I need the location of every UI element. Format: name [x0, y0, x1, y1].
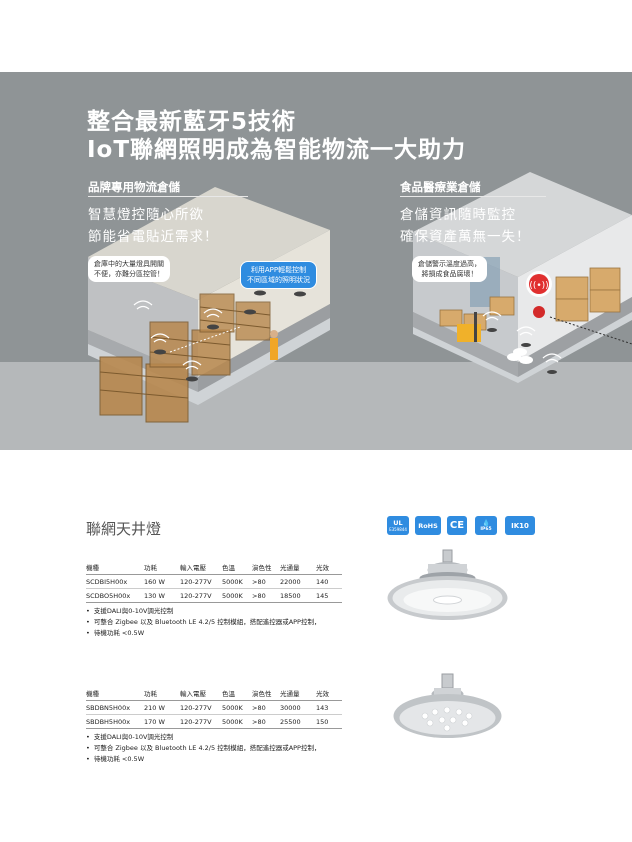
cell: 130 W — [144, 588, 180, 603]
cell: >80 — [252, 700, 280, 715]
hero-banner: ((•)) 整合最新藍牙5技術 IoT聯網照明成為智能物流一大助力 品牌專用物流… — [0, 72, 632, 450]
ul-cert-badge: UL E359844 — [387, 516, 409, 535]
col-lumen: 光通量 — [280, 560, 316, 575]
right-callout-bubble: 倉儲警示溫度過高， 將損成食品腐壞！ — [412, 256, 487, 282]
cell: 145 — [316, 588, 342, 603]
col-efficacy: 光效 — [316, 560, 342, 575]
cell: 5000K — [222, 574, 252, 589]
col-voltage: 輸入電壓 — [180, 560, 222, 575]
warehouse-illustration: ((•)) — [88, 172, 632, 423]
col-model: 機種 — [86, 686, 144, 701]
cell: 5000K — [222, 588, 252, 603]
cell: 140 — [316, 574, 342, 589]
cell: 143 — [316, 700, 342, 715]
left-callout-line2: 不便，亦難分區控管！ — [94, 270, 164, 278]
ce-cert-badge: CE — [447, 516, 467, 535]
cell: SBDBN5H00x — [86, 700, 144, 715]
cell: 150 — [316, 714, 342, 729]
col-voltage: 輸入電壓 — [180, 686, 222, 701]
col-lumen: 光通量 — [280, 686, 316, 701]
right-section-heading: 食品醫療業倉儲 — [400, 180, 481, 194]
table-header-row: 機種 功耗 輸入電壓 色溫 演色性 光通量 光效 — [86, 560, 342, 575]
cell: 120-277V — [180, 574, 222, 589]
water-drop-icon: 💧 — [481, 519, 491, 527]
left-callout-bubble: 倉庫中的大量燈具開關 不便，亦難分區控管！ — [88, 256, 170, 282]
col-model: 機種 — [86, 560, 144, 575]
cell: >80 — [252, 714, 280, 729]
product-section-title: 聯網天井燈 — [86, 520, 162, 538]
right-callout-line2: 將損成食品腐壞！ — [421, 270, 478, 278]
ip65-cert-badge: 💧 IP65 — [475, 516, 497, 535]
app-callout-line1: 利用APP輕鬆控制 — [250, 266, 307, 274]
col-cct: 色溫 — [222, 686, 252, 701]
ul-cert-label: UL — [393, 519, 403, 527]
left-callout-line1: 倉庫中的大量燈具開關 — [94, 260, 164, 268]
ip65-label: IP65 — [480, 527, 492, 532]
ik10-cert-badge: IK10 — [505, 516, 535, 535]
cell: >80 — [252, 574, 280, 589]
list-item: 可整合 Zigbee 以及 Bluetooth LE 4.2/5 控制模組，搭配… — [86, 743, 321, 754]
app-control-callout-bubble: 利用APP輕鬆控制 不同區域的照明狀況 — [240, 261, 317, 289]
hero-title-line2: IoT聯網照明成為智能物流一大助力 — [87, 137, 467, 163]
cell: SCDBI5H00x — [86, 574, 144, 589]
cell: 5000K — [222, 714, 252, 729]
cell: 5000K — [222, 700, 252, 715]
list-item: 待機功耗 <0.5W — [86, 754, 320, 765]
feature-list-1: 支援DALI與0-10V調光控制 可整合 Zigbee 以及 Bluetooth… — [86, 606, 321, 639]
col-cri: 演色性 — [252, 560, 280, 575]
table-row: SCDBO5H00x 130 W 120-277V 5000K >80 1850… — [86, 588, 342, 603]
left-section-line2: 節能省電貼近需求！ — [88, 229, 219, 245]
app-callout-line2: 不同區域的照明狀況 — [247, 276, 310, 284]
table-header-row: 機種 功耗 輸入電壓 色溫 演色性 光通量 光效 — [86, 686, 342, 701]
food-warehouse-scene: ((•)) — [413, 172, 632, 383]
list-item: 待機功耗 <0.5W — [86, 628, 320, 639]
cell: 160 W — [144, 574, 180, 589]
col-power: 功耗 — [144, 560, 180, 575]
high-bay-lamp-image-2 — [393, 673, 502, 738]
table-row: SBDBH5H00x 170 W 120-277V 5000K >80 2550… — [86, 714, 342, 729]
cell: SBDBH5H00x — [86, 714, 144, 729]
hero-title-line1: 整合最新藍牙5技術 — [87, 109, 297, 135]
right-section-rule — [400, 196, 546, 197]
table-row: SBDBN5H00x 210 W 120-277V 5000K >80 3000… — [86, 700, 342, 715]
list-item: 支援DALI與0-10V調光控制 — [86, 606, 320, 617]
ul-cert-number: E359844 — [389, 527, 407, 532]
left-section-heading: 品牌專用物流倉儲 — [88, 180, 180, 194]
col-efficacy: 光效 — [316, 686, 342, 701]
right-section-line2: 確保資產萬無一失！ — [400, 229, 531, 245]
col-cri: 演色性 — [252, 686, 280, 701]
list-item: 可整合 Zigbee 以及 Bluetooth LE 4.2/5 控制模組，搭配… — [86, 617, 321, 628]
svg-text:((•)): ((•)) — [529, 281, 548, 291]
cell: 30000 — [280, 700, 316, 715]
list-item: 支援DALI與0-10V調光控制 — [86, 732, 320, 743]
spec-table-1: 機種 功耗 輸入電壓 色溫 演色性 光通量 光效 SCDBI5H00x 160 … — [86, 560, 342, 603]
cell: 210 W — [144, 700, 180, 715]
col-cct: 色溫 — [222, 560, 252, 575]
high-bay-lamp-image-1 — [387, 549, 508, 620]
cell: 120-277V — [180, 588, 222, 603]
right-callout-line1: 倉儲警示溫度過高， — [418, 260, 481, 268]
cell: >80 — [252, 588, 280, 603]
cell: 170 W — [144, 714, 180, 729]
table-row: SCDBI5H00x 160 W 120-277V 5000K >80 2200… — [86, 574, 342, 589]
feature-list-2: 支援DALI與0-10V調光控制 可整合 Zigbee 以及 Bluetooth… — [86, 732, 321, 765]
left-section-rule — [88, 196, 248, 197]
cell: 18500 — [280, 588, 316, 603]
rohs-cert-badge: RoHS — [415, 516, 441, 535]
cell: SCDBO5H00x — [86, 588, 144, 603]
left-section-line1: 智慧燈控隨心所欲 — [88, 207, 204, 223]
brand-warehouse-scene — [88, 187, 330, 423]
right-section-line1: 倉儲資訊隨時監控 — [400, 207, 516, 223]
col-power: 功耗 — [144, 686, 180, 701]
cell: 22000 — [280, 574, 316, 589]
cell: 120-277V — [180, 700, 222, 715]
cell: 25500 — [280, 714, 316, 729]
cell: 120-277V — [180, 714, 222, 729]
spec-table-2: 機種 功耗 輸入電壓 色溫 演色性 光通量 光效 SBDBN5H00x 210 … — [86, 686, 342, 729]
